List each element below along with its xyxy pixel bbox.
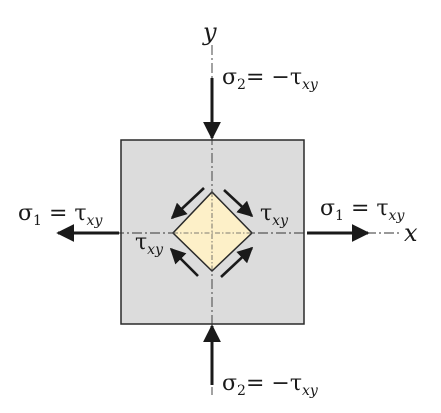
- sigma2-bottom-label: σ2= −τxy: [222, 371, 319, 399]
- shear-arrow-lower-right: [220, 246, 254, 278]
- y-axis-label: y: [202, 18, 217, 46]
- sigma2-top-label: σ2= −τxy: [222, 65, 319, 93]
- shear-arrow-upper-left: [170, 187, 205, 220]
- tau-xy-right-label: τxy: [260, 201, 289, 229]
- shear-arrow-upper-right: [223, 189, 254, 218]
- sigma1-left-label: σ1 = τxy: [18, 201, 103, 229]
- sigma1-right-label: σ1 = τxy: [320, 196, 405, 224]
- x-axis-label: x: [404, 219, 418, 247]
- tau-xy-left-label: τxy: [135, 230, 164, 258]
- shear-arrow-lower-left: [169, 247, 199, 277]
- rotated-element-diamond: [171, 190, 254, 273]
